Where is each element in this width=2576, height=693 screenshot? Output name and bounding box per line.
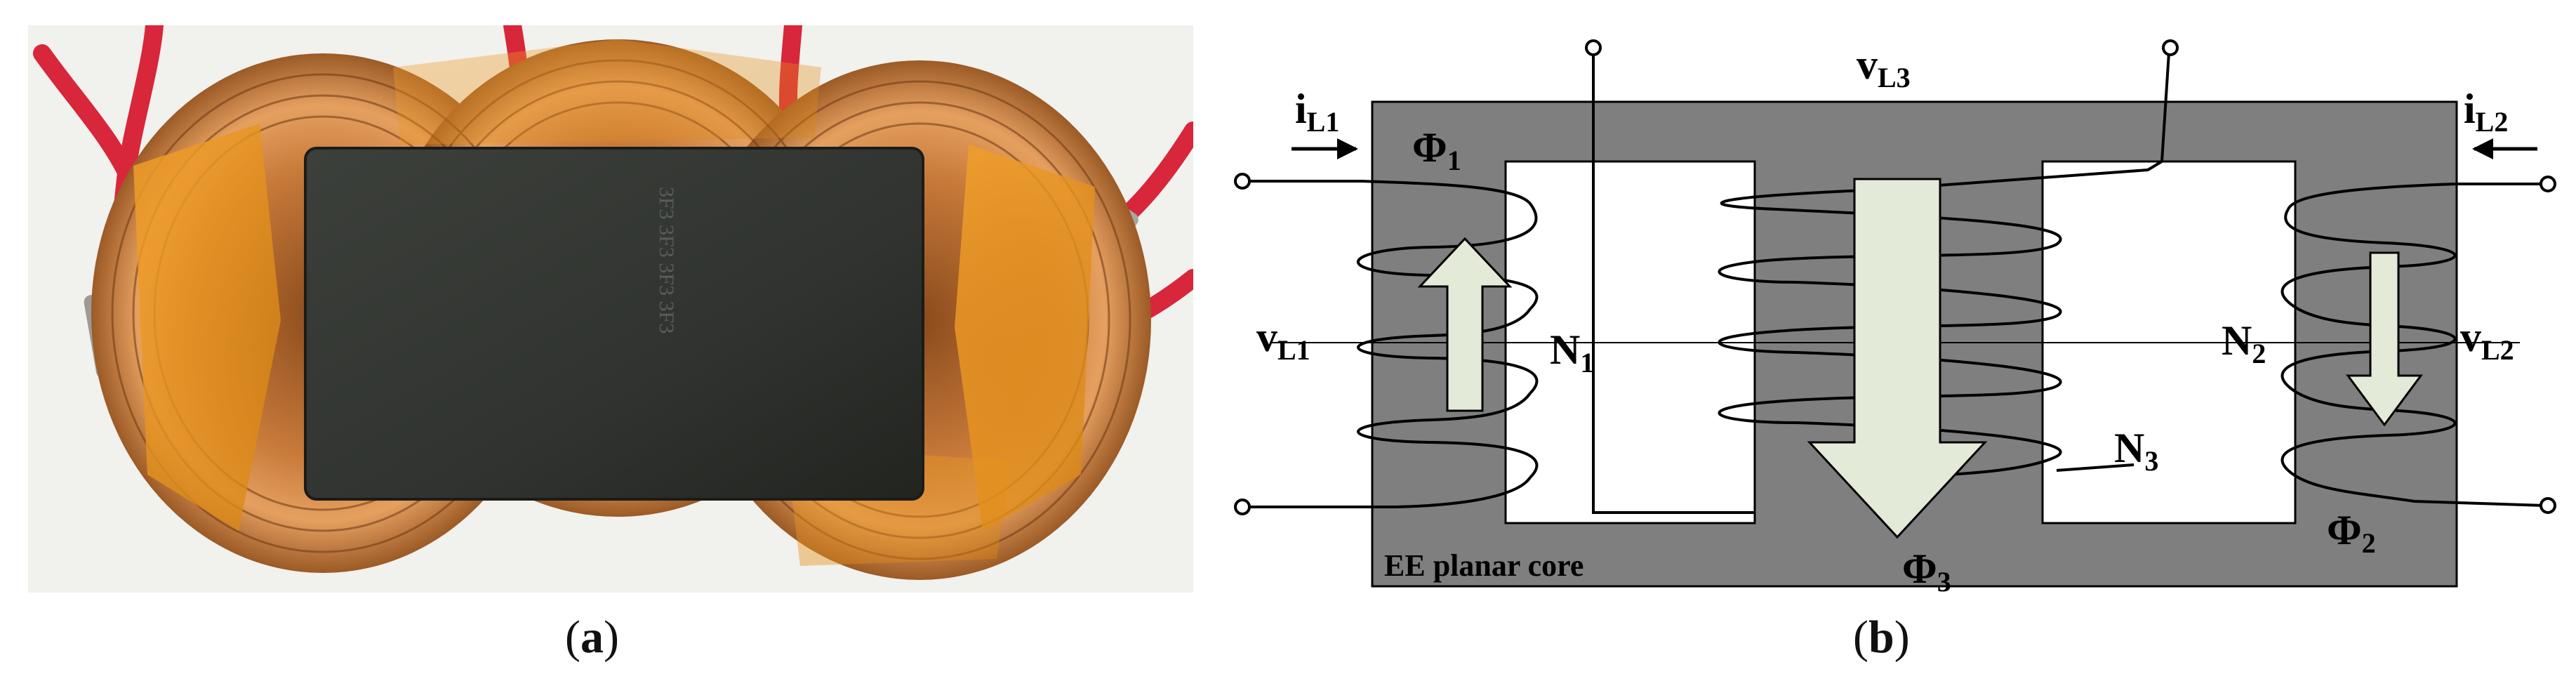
terminal-l2-top: [2540, 176, 2556, 192]
label-vl2: vL2: [2460, 314, 2514, 366]
label-n1: N1: [1550, 326, 1594, 378]
terminal-l3-left: [1585, 39, 1602, 56]
caption-a: (a): [565, 612, 619, 663]
caption-b: (b): [1853, 612, 1910, 663]
terminal-l3-right: [2162, 39, 2179, 56]
terminal-l1-top: [1234, 173, 1251, 190]
winding-n3: [1592, 52, 2170, 514]
label-il2: iL2: [2464, 86, 2508, 138]
label-core: EE planar core: [1384, 548, 1584, 583]
label-n2: N2: [2222, 317, 2266, 369]
label-phi3: Φ3: [1902, 546, 1951, 598]
ee-core-schematic: iL1 iL2 vL3 vL1 vL2 Φ1 Φ3 Φ2 N1 N2 N3 EE…: [1221, 21, 2569, 604]
ferrite-core: 3F3 3F3 3F3 3F3: [304, 147, 924, 501]
terminal-l2-bottom: [2540, 497, 2556, 514]
label-n3: N3: [2114, 425, 2158, 477]
label-vl1: vL1: [1256, 314, 1310, 366]
flux-arrow-phi3: [1807, 178, 1988, 539]
terminal-l1-bottom: [1234, 499, 1251, 515]
label-vl3: vL3: [1857, 41, 1911, 93]
ferrite-marking: 3F3 3F3 3F3 3F3: [655, 187, 678, 334]
label-phi2: Φ2: [2327, 507, 2376, 559]
flux-arrow-phi2: [2346, 251, 2423, 427]
label-il1: iL1: [1295, 86, 1339, 138]
label-phi1: Φ1: [1412, 124, 1461, 176]
winding-n2: [2280, 183, 2545, 507]
coupled-inductor-photo: 3F3 3F3 3F3 3F3: [28, 16, 1202, 593]
flux-arrow-phi1: [1417, 237, 1513, 412]
kapton-tape: [133, 39, 1095, 566]
